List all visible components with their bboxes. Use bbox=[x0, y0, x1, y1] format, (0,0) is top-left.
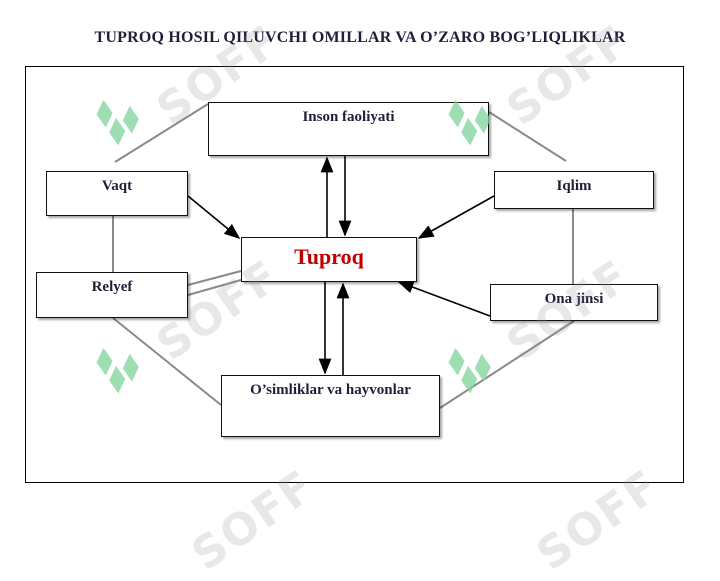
link-relyef-tuproq-b bbox=[187, 279, 242, 296]
node-label: Inson faoliyati bbox=[302, 109, 395, 125]
link-inson-right bbox=[488, 111, 567, 162]
node-inson-faoliyati: Inson faoliyati bbox=[208, 102, 489, 156]
node-ona-jinsi: Ona jinsi bbox=[490, 284, 658, 321]
node-label: O’simliklar va hayvonlar bbox=[250, 382, 411, 398]
node-label: Relyef bbox=[91, 279, 133, 295]
link-inson-left bbox=[114, 103, 209, 163]
node-relyef: Relyef bbox=[36, 272, 188, 318]
arrow-ona-tuproq bbox=[397, 281, 491, 317]
link-relyef-tuproq-a bbox=[187, 270, 242, 286]
node-label: Tuproq bbox=[294, 244, 364, 269]
diagram-title: TUPROQ HOSIL QILUVCHI OMILLAR VA O’ZARO … bbox=[94, 29, 626, 46]
node-vaqt: Vaqt bbox=[46, 171, 188, 216]
diagram-frame bbox=[25, 66, 684, 483]
node-label: Iqlim bbox=[556, 178, 592, 194]
arrow-iqlim-tuproq bbox=[417, 195, 495, 239]
node-osimliklar-va-hayvonlar: O’simliklar va hayvonlar bbox=[221, 375, 440, 437]
node-tuproq: Tuproq bbox=[241, 237, 417, 282]
arrow-vaqt-tuproq bbox=[187, 195, 241, 240]
node-label: Ona jinsi bbox=[544, 291, 604, 307]
link-ona-osim bbox=[439, 320, 575, 409]
node-label: Vaqt bbox=[101, 178, 133, 194]
link-relyef-osim bbox=[112, 317, 222, 406]
node-iqlim: Iqlim bbox=[494, 171, 654, 209]
diagram-connectors bbox=[112, 103, 575, 409]
